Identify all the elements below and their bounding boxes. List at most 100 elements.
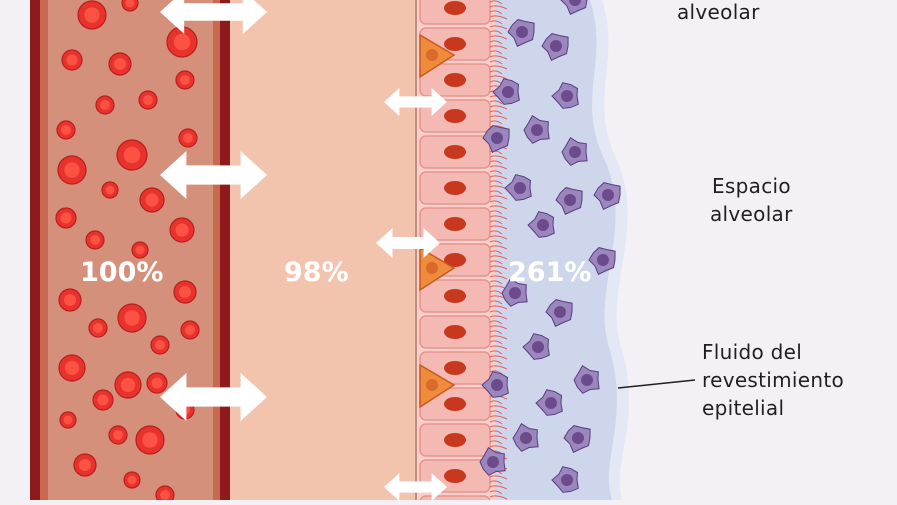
cilia-strand	[489, 325, 508, 330]
cilia-strand	[489, 50, 503, 55]
label-space-line1: Espacio	[712, 174, 791, 198]
red-blood-cell-center	[123, 146, 141, 164]
cilia-strand	[489, 115, 508, 120]
cilia-strand	[489, 280, 503, 285]
cilia-strand	[489, 300, 503, 305]
macrophage-nucleus	[561, 90, 573, 102]
red-blood-cell-center	[178, 285, 192, 299]
exchange-arrow	[384, 473, 447, 501]
cilia-strand	[489, 55, 508, 60]
macrophage-nucleus	[491, 379, 503, 391]
exchange-arrow	[376, 228, 440, 258]
blood-percentage: 100%	[80, 257, 164, 288]
red-blood-cell-center	[63, 415, 73, 425]
macrophage-nucleus	[516, 26, 528, 38]
cilia-strand	[489, 60, 503, 65]
red-blood-cell-center	[151, 377, 163, 389]
cilia-strand	[489, 75, 508, 80]
cilia-strand	[489, 220, 503, 225]
cilia-strand	[489, 70, 503, 75]
cilia-strand	[489, 225, 508, 230]
macrophage-nucleus	[491, 132, 503, 144]
red-blood-cell-center	[64, 162, 80, 178]
cilia-strand	[489, 345, 508, 350]
macrophage-nucleus	[509, 287, 521, 299]
cell-nucleus	[444, 1, 466, 15]
cilia-strand	[489, 240, 503, 245]
type-ii-nucleus	[426, 262, 438, 274]
red-blood-cell-center	[105, 185, 115, 195]
cell-nucleus	[444, 433, 466, 447]
fluid-leader-line	[617, 379, 696, 389]
red-blood-cell-center	[127, 475, 137, 485]
red-blood-cell-center	[180, 75, 190, 85]
cilia-strand	[489, 490, 503, 495]
fluid-edge-highlight	[590, 0, 630, 500]
cilia-strand	[489, 205, 508, 210]
red-blood-cell-center	[93, 323, 103, 333]
label-fluid-line3: epitelial	[702, 396, 785, 420]
macrophage-nucleus	[487, 456, 499, 468]
cilia-strand	[489, 175, 508, 180]
exchange-arrow	[160, 373, 267, 421]
macrophage-nucleus	[532, 341, 544, 353]
cell-nucleus	[444, 397, 466, 411]
cilia-strand	[489, 20, 503, 25]
cilia-strand	[489, 40, 503, 45]
cilia-strand	[489, 320, 503, 325]
cilia-strand	[489, 290, 503, 295]
cilia-strand	[489, 25, 508, 30]
cilia-strand	[489, 100, 503, 105]
red-blood-cell-center	[64, 360, 80, 376]
macrophage-nucleus	[545, 397, 557, 409]
cell-nucleus	[444, 109, 466, 123]
cilia-strand	[489, 475, 508, 480]
cell-nucleus	[444, 217, 466, 231]
type-ii-nucleus	[426, 49, 438, 61]
cilia-strand	[489, 315, 508, 320]
label-fluid-line2: revestimiento	[702, 368, 845, 392]
cilia-strand	[489, 195, 508, 200]
red-blood-cell-center	[175, 223, 189, 237]
red-blood-cell-center	[100, 100, 110, 110]
fluid-percentage: 261%	[508, 257, 592, 288]
cell-nucleus	[444, 469, 466, 483]
cell-nucleus	[444, 289, 466, 303]
red-blood-cell-center	[125, 0, 135, 8]
cilia-strand	[489, 340, 503, 345]
exchange-arrow	[160, 151, 267, 199]
cilia-strand	[489, 235, 508, 240]
red-blood-cell-center	[78, 458, 92, 472]
macrophage-nucleus	[561, 474, 573, 486]
exchange-arrow	[160, 0, 267, 34]
cilia-strand	[489, 155, 508, 160]
cilia-strand	[489, 165, 508, 170]
cell-nucleus	[444, 253, 466, 267]
cilia-strand	[489, 230, 503, 235]
cilia-strand	[489, 430, 503, 435]
red-blood-cell-center	[142, 432, 158, 448]
cilia-strand	[489, 355, 508, 360]
cilia-strand	[489, 120, 503, 125]
cilia-strand	[489, 400, 503, 405]
cilia-strand	[489, 495, 508, 500]
cilia-strand	[489, 160, 503, 165]
red-blood-cell-center	[160, 490, 170, 500]
macrophage-nucleus	[564, 194, 576, 206]
macrophage-nucleus	[537, 219, 549, 231]
label-fluid-line1: Fluido del	[702, 340, 803, 364]
cilia-strand	[489, 435, 508, 440]
red-blood-cell-center	[124, 310, 140, 326]
cilia-strand	[489, 170, 503, 175]
red-blood-cell-center	[145, 193, 159, 207]
alveolar-macrophage	[560, 0, 588, 15]
cilia-strand	[489, 45, 508, 50]
red-blood-cell-center	[61, 125, 71, 135]
macrophage-nucleus	[572, 432, 584, 444]
cell-nucleus	[444, 361, 466, 375]
epithelial-cell	[419, 495, 491, 505]
red-blood-cell-center	[90, 235, 100, 245]
cilia-strand	[489, 275, 508, 280]
cell-nucleus	[444, 181, 466, 195]
